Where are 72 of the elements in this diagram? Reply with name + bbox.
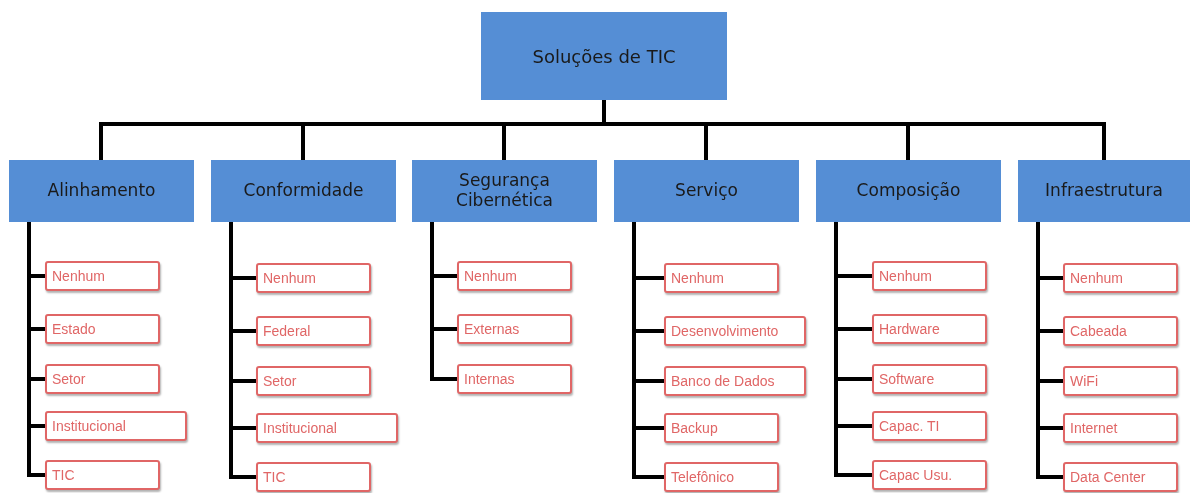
option-box [457,364,572,394]
option-box [664,366,806,396]
option-label: TIC [263,469,286,485]
option-box [256,413,398,443]
option-label: Software [879,371,935,387]
option-box [1063,316,1178,346]
option-label: Hardware [879,321,940,337]
option-box [45,364,160,394]
category-box [1018,160,1190,222]
option-label: WiFi [1070,373,1098,389]
option-label: Internas [464,371,515,387]
option-label: Capac. TI [879,418,940,434]
category-box [9,160,194,222]
option-label: Cabeada [1070,323,1127,339]
option-label: Capac Usu. [879,467,953,483]
option-label: Institucional [52,418,126,434]
option-box [45,411,187,441]
option-label: Nenhum [52,268,105,284]
category-label: Alinhamento [47,181,156,201]
connector-line [430,222,457,381]
option-box [457,261,572,291]
option-label: Telefônico [671,469,735,485]
option-box [45,314,160,344]
option-label: Externas [464,321,520,337]
option-box [1063,263,1178,293]
option-box [45,261,160,291]
category-box [614,160,799,222]
option-label: Data Center [1070,469,1146,485]
option-box [872,460,987,490]
option-label: Estado [52,321,96,337]
root-label: Soluções de TIC [532,45,676,67]
option-box [664,462,779,492]
option-label: Banco de Dados [671,373,775,389]
option-label: Internet [1070,420,1118,436]
connector-line [602,100,1106,160]
option-box [872,314,987,344]
option-label: Backup [671,420,718,436]
option-label: Setor [52,371,86,387]
option-label: Desenvolvimento [671,323,779,339]
option-box [1063,462,1178,492]
option-box [664,316,806,346]
category-label: Infraestrutura [1045,181,1163,201]
option-label: Nenhum [1070,270,1123,286]
option-box [457,314,572,344]
category-label: Composição [856,181,961,201]
root-box [481,12,727,100]
option-label: Nenhum [879,268,932,284]
option-box [256,263,371,293]
category-box [211,160,396,222]
option-label: Institucional [263,420,337,436]
option-label: TIC [52,467,75,483]
option-box [872,411,987,441]
option-label: Nenhum [464,268,517,284]
category-box [412,160,597,222]
option-label: Nenhum [671,270,724,286]
option-label: Federal [263,323,311,339]
option-box [1063,366,1178,396]
category-label: Segurança Cibernética [455,171,554,211]
option-box [1063,413,1178,443]
option-box [45,460,160,490]
category-label: Conformidade [243,181,364,201]
option-box [872,261,987,291]
option-box [256,462,371,492]
category-box [816,160,1001,222]
option-box [664,263,779,293]
category-label: Serviço [675,181,738,201]
option-box [872,364,987,394]
option-box [256,316,371,346]
option-box [256,366,371,396]
option-label: Nenhum [263,270,316,286]
option-label: Setor [263,373,297,389]
option-box [664,413,779,443]
